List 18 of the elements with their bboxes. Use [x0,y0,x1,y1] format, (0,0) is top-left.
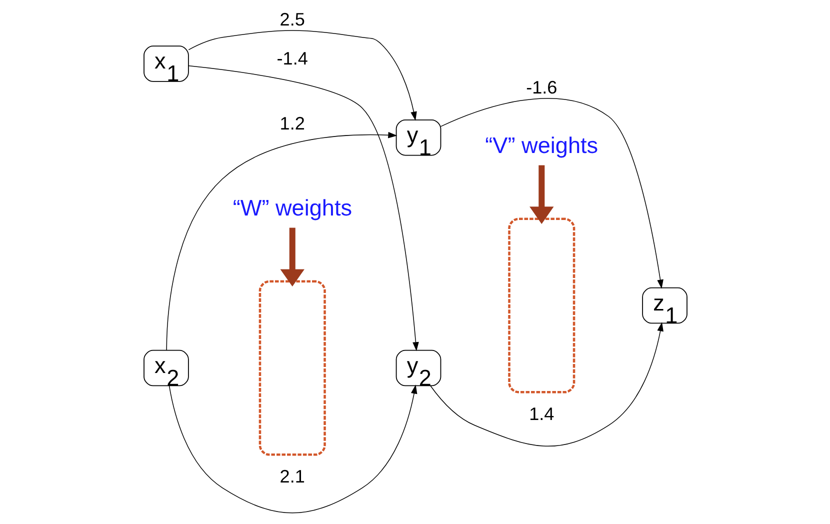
node-box [258,280,326,456]
node-box [508,218,575,394]
arrow [280,228,304,286]
edge-label: 1.2 [279,113,304,134]
edge-label: -1.4 [276,48,308,69]
edge-label: 2.5 [279,10,304,30]
node-text: “V” weights [484,133,598,158]
arrow [188,30,416,121]
arrow [188,65,418,352]
arrow [168,384,417,514]
edge-label: -1.6 [526,77,557,98]
edge-label: 2.1 [279,466,304,487]
arrow [430,322,663,446]
node-text: “W” weights [232,196,352,221]
arrow [166,132,397,350]
arrow [440,98,663,289]
arrow [529,165,554,224]
edge-label: 1.4 [528,404,554,424]
